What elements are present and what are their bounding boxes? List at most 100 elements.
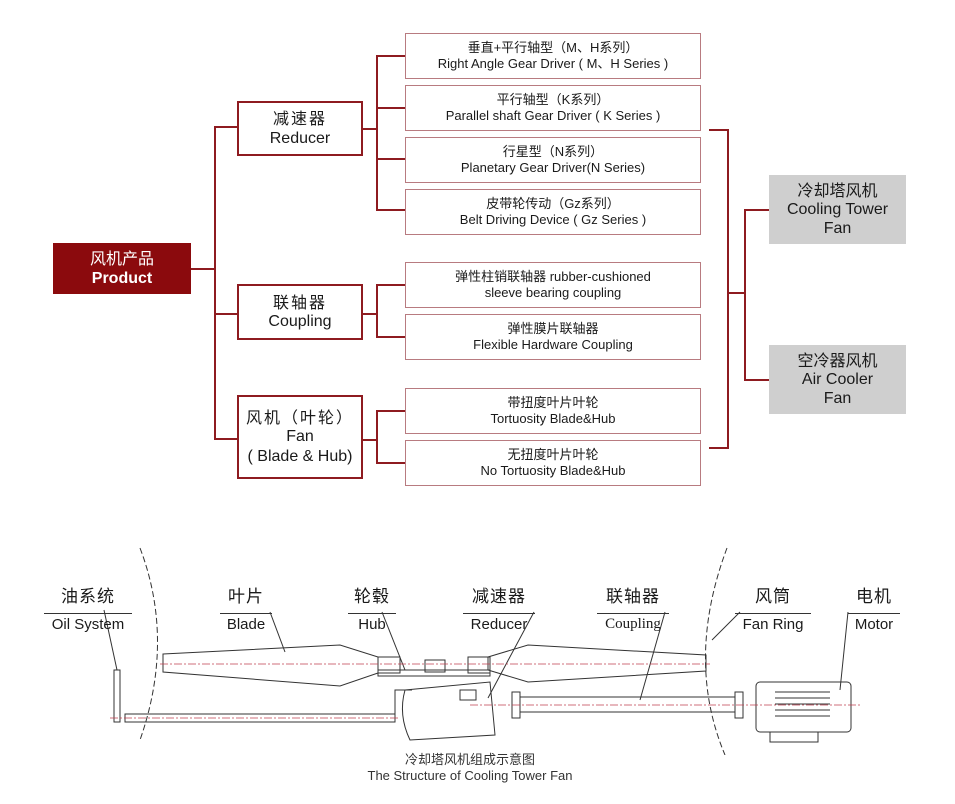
category-cn: 联轴器 [272,292,327,312]
leaf-en: Belt Driving Device ( Gz Series ) [459,212,647,227]
leaf-en: Planetary Gear Driver(N Series) [460,160,646,175]
category-reducer: 减速器 Reducer [237,101,363,156]
label-blade: 叶片 Blade [220,582,272,633]
label-motor: 电机 Motor [848,582,900,633]
label-en: Motor [848,613,900,633]
leaf-cn: 垂直+平行轴型（M、H系列） [467,40,639,56]
target-en: Cooling Tower [786,200,889,218]
label-en: Fan Ring [735,613,811,633]
label-cn: 联轴器 [606,587,660,607]
leaf-cn: 弹性柱销联轴器 rubber-cushioned [455,269,651,285]
target-en2: Fan [823,390,852,408]
connector [376,55,378,210]
motor-base [769,732,819,743]
bracket [709,447,729,449]
hub-clamp-left [377,656,401,674]
target-en2: Fan [823,220,852,238]
target-cn: 冷却塔风机 [797,180,878,200]
connector [376,336,405,338]
label-coupling: 联轴器 Coupling [597,582,669,633]
leaf-rubber-coupling: 弹性柱销联轴器 rubber-cushioned sleeve bearing … [405,262,701,308]
label-en: Coupling [597,613,669,633]
bracket [744,209,746,380]
target-cn: 空冷器风机 [797,350,878,370]
category-en: Coupling [268,313,332,330]
category-fan: 风机（叶轮） Fan ( Blade & Hub) [237,395,363,479]
label-cn: 轮毂 [354,587,390,607]
label-reducer: 减速器 Reducer [463,582,535,633]
leaf-tortuosity-blade: 带扭度叶片叶轮 Tortuosity Blade&Hub [405,388,701,434]
leaf-en: No Tortuosity Blade&Hub [480,463,626,478]
category-en: Reducer [269,129,331,147]
leaf-cn: 平行轴型（K系列） [496,92,610,108]
category-cn: 风机（叶轮） [245,408,354,428]
connector [376,158,405,160]
connector [214,313,237,315]
leaf-no-tortuosity-blade: 无扭度叶片叶轮 No Tortuosity Blade&Hub [405,440,701,486]
fan-ring-right-arc [705,547,728,755]
connector [376,107,405,109]
connector [376,462,405,464]
label-cn: 油系统 [61,587,115,607]
oil-gauge [113,669,121,723]
leaf-en: Tortuosity Blade&Hub [490,411,616,426]
leaf-belt-driving: 皮带轮传动（Gz系列） Belt Driving Device ( Gz Ser… [405,189,701,235]
label-cn: 风筒 [755,587,791,607]
leaf-planetary: 行星型（N系列） Planetary Gear Driver(N Series) [405,137,701,183]
target-en: Air Cooler [801,370,874,388]
leaf-cn: 无扭度叶片叶轮 [507,447,599,463]
leaf-cn: 弹性膜片联轴器 [507,321,599,337]
connector [376,410,378,463]
reducer-body [401,681,496,741]
leaf-en: Right Angle Gear Driver ( M、H Series ) [437,56,669,71]
leaf-parallel-shaft: 平行轴型（K系列） Parallel shaft Gear Driver ( K… [405,85,701,131]
label-oil-system: 油系统 Oil System [44,582,132,633]
drawing-caption: 冷却塔风机组成示意图 The Structure of Cooling Towe… [0,752,940,785]
leaf-cn: 带扭度叶片叶轮 [507,395,599,411]
cooling-tower-fan-drawing [103,547,860,755]
fan-ring-left-arc [139,547,158,741]
label-fan-ring: 风筒 Fan Ring [735,582,811,633]
caption-en: The Structure of Cooling Tower Fan [367,768,573,784]
label-en: Blade [220,613,272,633]
leaf-en: Parallel shaft Gear Driver ( K Series ) [445,108,661,123]
category-cn: 减速器 [272,109,327,129]
blade-left [162,644,379,687]
label-cn: 叶片 [228,587,264,607]
connector [376,284,378,337]
connector [376,410,405,412]
bracket [744,209,769,211]
connector [376,55,405,57]
leaf-right-angle-gear: 垂直+平行轴型（M、H系列） Right Angle Gear Driver (… [405,33,701,79]
leaf-flexible-coupling: 弹性膜片联轴器 Flexible Hardware Coupling [405,314,701,360]
category-en: Fan [286,428,314,446]
coupling-shaft [519,696,736,713]
leaf-en: Flexible Hardware Coupling [473,337,633,352]
blade-right [487,644,707,683]
label-en: Oil System [44,613,132,633]
bracket [727,129,729,449]
connector [214,126,216,439]
label-cn: 减速器 [472,587,526,607]
connector [363,128,377,130]
hub-center [424,659,446,673]
caption-cn: 冷却塔风机组成示意图 [404,752,535,767]
hub-clamp-right [467,656,491,674]
label-hub: 轮毂 Hub [348,582,396,633]
connector [214,126,237,128]
leaf-en: sleeve bearing coupling [484,285,622,300]
connector [363,439,377,441]
target-air-cooler-fan: 空冷器风机 Air Cooler Fan [769,345,906,414]
motor-body [755,681,852,733]
label-cn: 电机 [856,587,892,607]
label-en: Reducer [463,613,535,633]
oil-riser [394,689,412,718]
bracket [744,379,769,381]
connector [376,209,405,211]
connector [376,284,405,286]
connector [191,268,215,270]
category-en2: ( Blade & Hub) [247,447,353,465]
product-root-en: Product [91,269,153,287]
label-en: Hub [348,613,396,633]
leaf-cn: 行星型（N系列） [502,144,604,160]
